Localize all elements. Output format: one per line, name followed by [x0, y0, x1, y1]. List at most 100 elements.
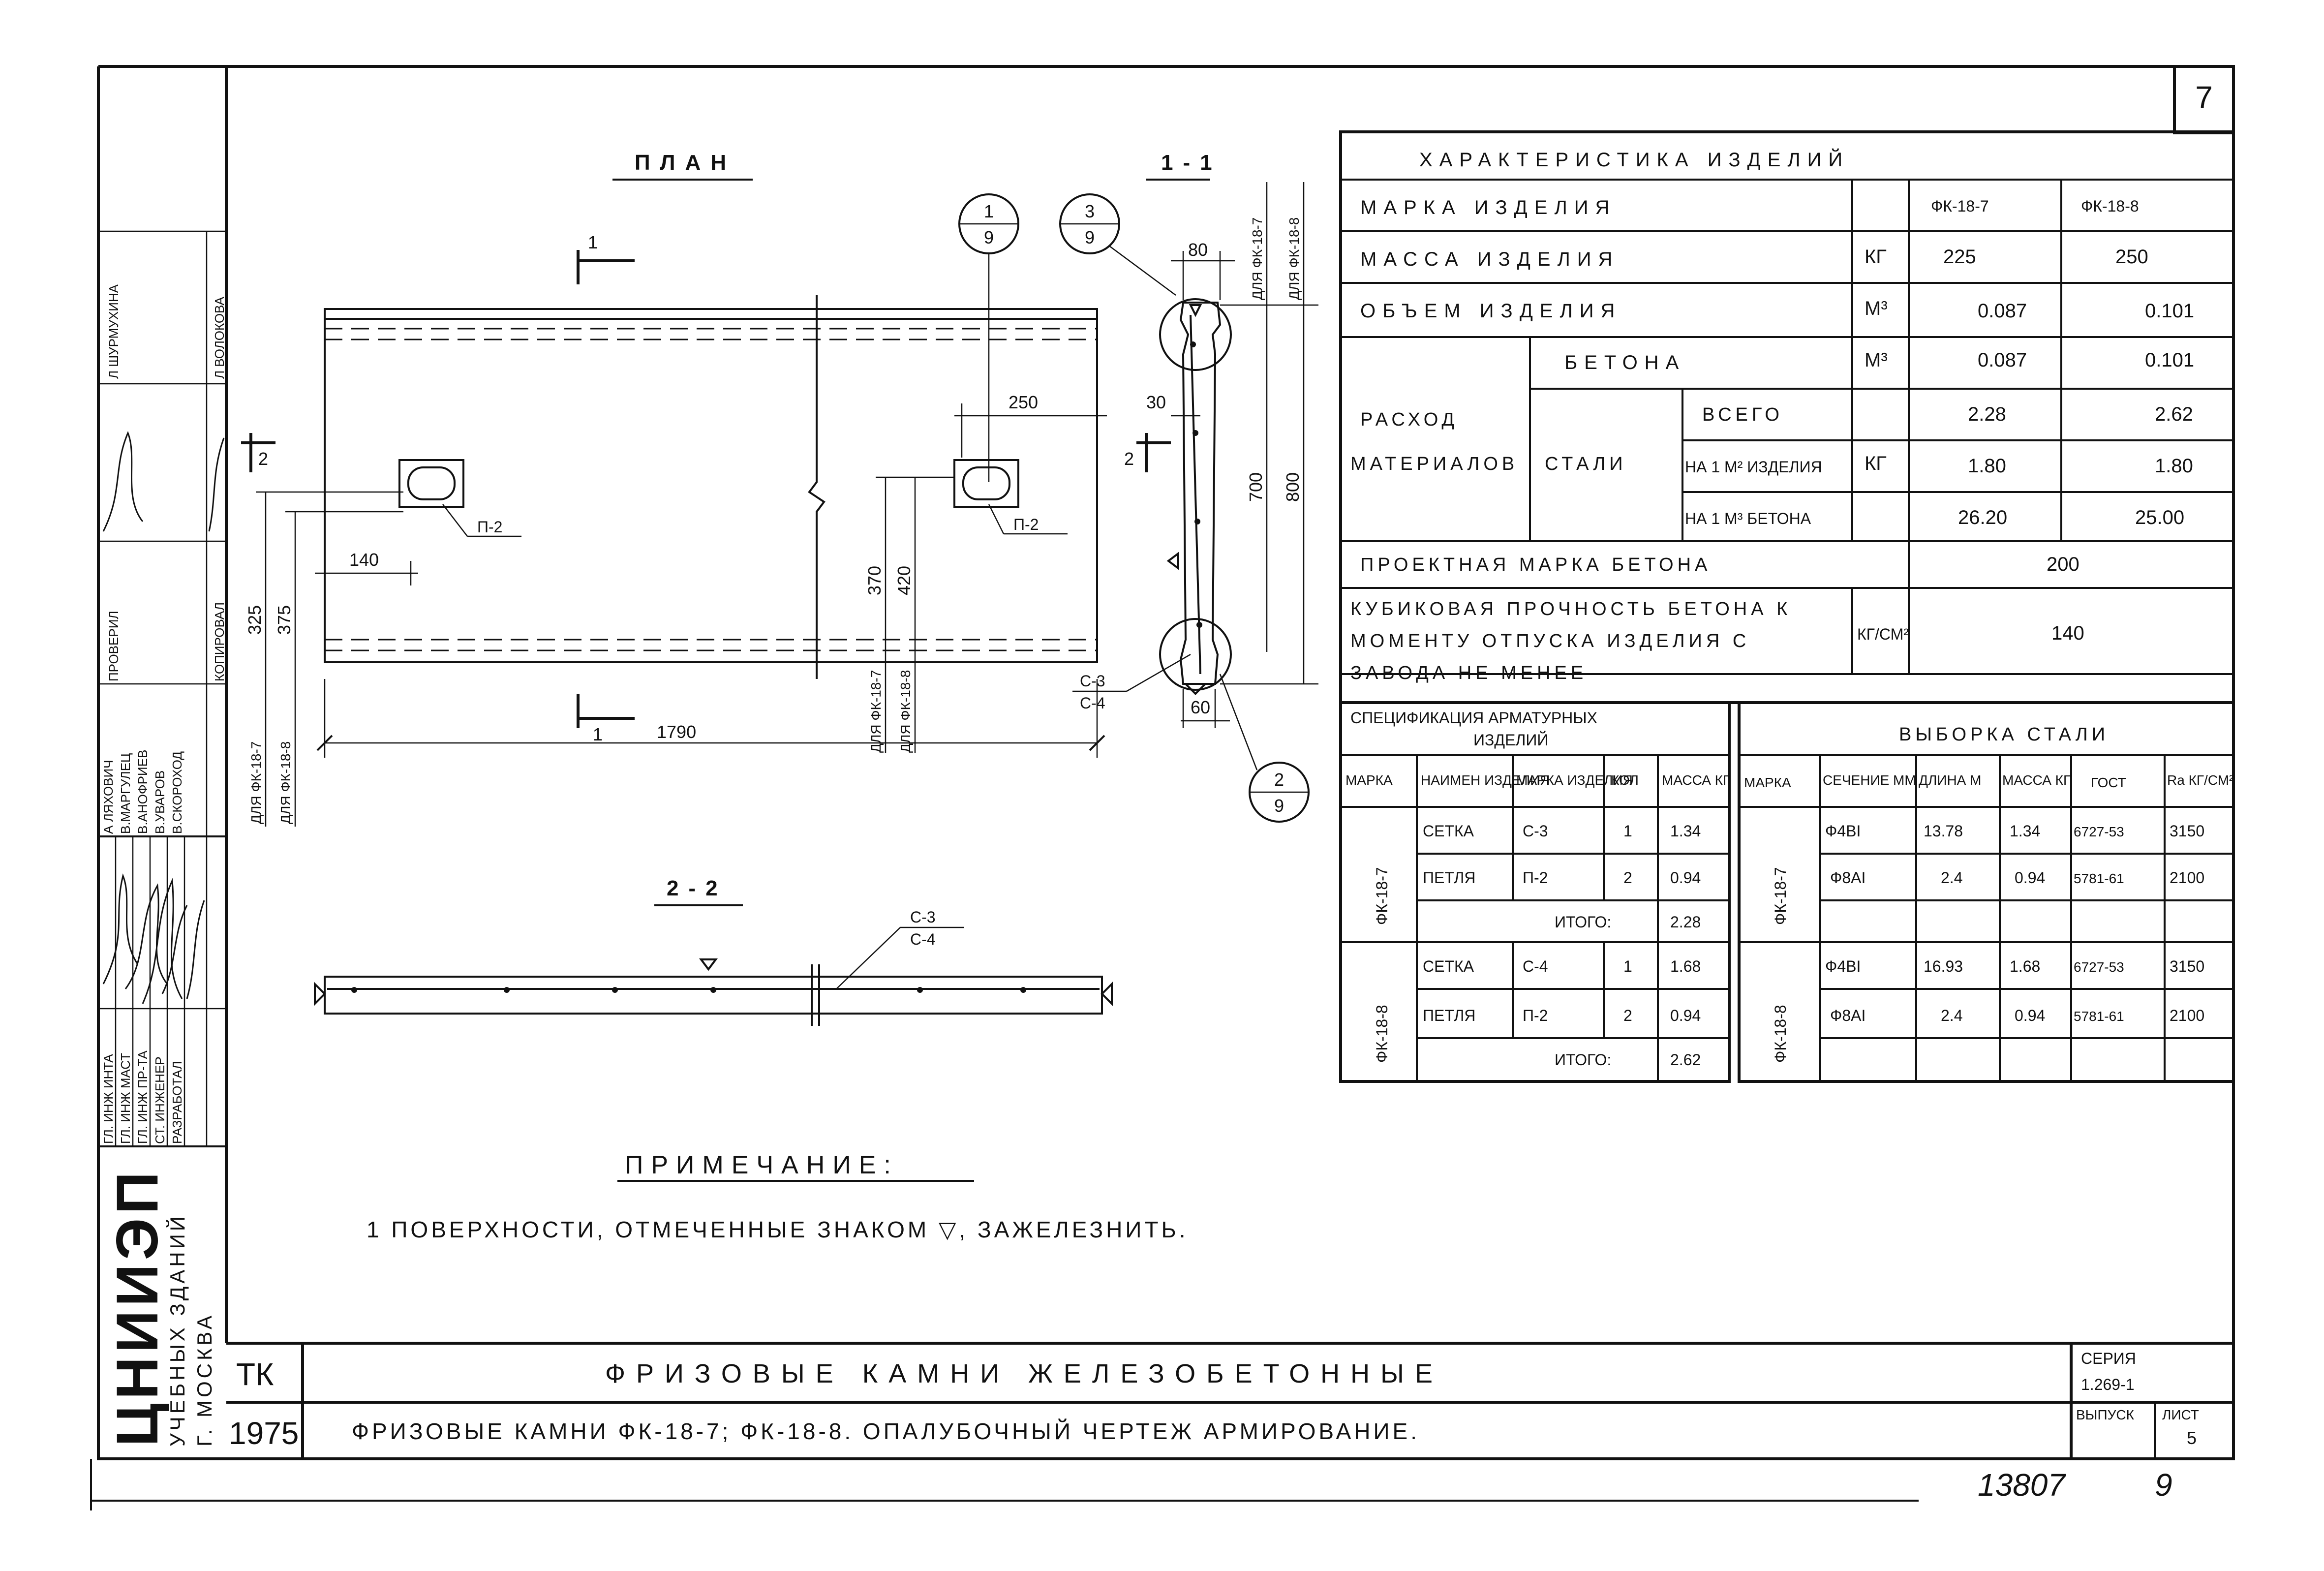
char-per-m3-label: НА 1 М³ БЕТОНА [1685, 510, 1811, 527]
steel-g1-r2-mass: 0.94 [2015, 869, 2045, 887]
char-concrete-unit: М³ [1865, 349, 1888, 371]
steel-h-mass: МАССА КГ [2002, 772, 2071, 788]
spec-g2-mark: ФК-18-8 [1373, 1005, 1391, 1063]
spec-g1-r2-mark: П-2 [1523, 869, 1548, 887]
org-sub1: УЧЕБНЫХ ЗДАНИЙ [165, 1213, 189, 1447]
callout-c-top: 2 [1274, 770, 1284, 790]
spec-h-qty: КОЛ [1611, 772, 1639, 788]
notes: ПРИМЕЧАНИЕ: 1 ПОВЕРХНОСТИ, ОТМЕЧЕННЫЕ ЗН… [367, 1151, 1189, 1242]
steel-g2-r1-length: 16.93 [1924, 957, 1963, 975]
spec-g2-r2-mark: П-2 [1523, 1007, 1548, 1024]
char-grade-label: ПРОЕКТНАЯ МАРКА БЕТОНА [1360, 554, 1711, 575]
dim-325: 325 [245, 605, 265, 635]
char-title: ХАРАКТЕРИСТИКА ИЗДЕЛИЙ [1419, 148, 1849, 171]
char-strength-unit: КГ/СМ² [1857, 625, 1909, 643]
stamp-name-7: Л ВОЛОКОВА [212, 296, 227, 379]
sheet-frame: 7 [90, 65, 2235, 1510]
dim-375: 375 [274, 605, 294, 635]
steel-g1-r2-gost: 5781-61 [2074, 871, 2124, 886]
spec-g1-r2-qty: 2 [1623, 869, 1632, 887]
spec-g1-total: 2.28 [1670, 913, 1701, 931]
spec-g1-r2-name: ПЕТЛЯ [1423, 869, 1475, 887]
steel-g1-r1-mass: 1.34 [2010, 822, 2040, 840]
steel-g2-mark: ФК-18-8 [1772, 1005, 1789, 1063]
tb-series-label: СЕРИЯ [2081, 1350, 2136, 1367]
spec-g1-mark: ФК-18-7 [1373, 867, 1391, 925]
char-consumption-1: РАСХОД [1360, 409, 1458, 430]
steel-g2-r2-section: Ф8АI [1830, 1007, 1865, 1024]
tb-series-value: 1.269-1 [2081, 1376, 2135, 1393]
stamp-role-7: КОПИРОВАЛ [212, 602, 227, 681]
steel-table: ВЫБОРКА СТАЛИ МАРКА СЕЧЕНИЕ ММ ДЛИНА М М… [1738, 701, 2235, 1083]
char-strength-3: ЗАВОДА НЕ МЕНЕЕ [1350, 663, 1587, 683]
spec-h-mark: МАРКА [1345, 772, 1393, 788]
stamp-name-6: Л ШУРМУХИНА [106, 284, 121, 379]
stamp-role-1: ГЛ. ИНЖ ИНТА [101, 1054, 116, 1144]
tb-sheet-label: ЛИСТ [2162, 1407, 2199, 1422]
dim-800: 800 [1283, 472, 1303, 502]
char-per-m2-v2: 1.80 [2155, 455, 2193, 477]
char-total-v1: 2.28 [1968, 403, 2006, 425]
tb-issue-label: ВЫПУСК [2076, 1407, 2135, 1422]
page-number: 9 [2155, 1467, 2172, 1503]
char-steel-unit: КГ [1865, 453, 1887, 474]
section-1-1: 1-1 80 30 60 700 800 ДЛЯ ФК-18-7 ДЛЯ ФК [1072, 151, 1318, 728]
stamp-column: ГЛ. ИНЖ ИНТА ГЛ. ИНЖ МАСТ ГЛ. ИНЖ ПР-ТА … [98, 230, 227, 1447]
char-per-m2-v1: 1.80 [1968, 455, 2006, 477]
s11-mesh-2: С-4 [1080, 694, 1105, 712]
spec-g2-total: 2.62 [1670, 1051, 1701, 1069]
plan-view: ПЛАН П-2 П-2 1 1 2 2 [241, 151, 1310, 827]
stamp-role-6: ПРОВЕРИЛ [106, 611, 121, 681]
stamp-name-4: В.УВАРОВ [153, 770, 167, 834]
dim-30: 30 [1146, 392, 1166, 412]
steel-g2-r2-gost: 5781-61 [2074, 1009, 2124, 1024]
spec-g1-total-label: ИТОГО: [1555, 913, 1611, 931]
spec-g1-r1-qty: 1 [1623, 822, 1632, 840]
spec-g1-r1-mass: 1.34 [1670, 822, 1701, 840]
steel-g1-r2-length: 2.4 [1941, 869, 1962, 887]
for-8-right: ДЛЯ ФК-18-8 [898, 670, 913, 753]
steel-h-length: ДЛИНА М [1919, 772, 1981, 788]
char-concrete-v1: 0.087 [1978, 349, 2027, 371]
steel-g1-r2-section: Ф8АI [1830, 869, 1865, 887]
spec-g2-r1-mass: 1.68 [1670, 957, 1701, 975]
spec-title-2: ИЗДЕЛИЙ [1473, 731, 1548, 749]
spec-h-name: НАИМЕН ИЗДЕЛИЯ [1421, 772, 1550, 788]
dim-370: 370 [864, 566, 885, 595]
callout-a-bottom: 9 [984, 227, 994, 247]
section-mark-2-right: 2 [1124, 449, 1134, 469]
steel-g1-r1-section: Ф4ВI [1825, 822, 1861, 840]
steel-title: ВЫБОРКА СТАЛИ [1899, 724, 2109, 745]
notes-heading: ПРИМЕЧАНИЕ: [625, 1151, 899, 1179]
callout-a-top: 1 [984, 201, 994, 221]
steel-h-ra: Ra КГ/СМ² [2167, 772, 2233, 788]
steel-g1-r1-ra: 3150 [2170, 822, 2204, 840]
steel-g1-mark: ФК-18-7 [1772, 867, 1789, 925]
steel-g2-r1-mass: 1.68 [2010, 957, 2040, 975]
spec-g1-r2-mass: 0.94 [1670, 869, 1701, 887]
dim-length: 1790 [657, 722, 696, 742]
plan-title: ПЛАН [635, 151, 736, 175]
steel-h-section: СЕЧЕНИЕ ММ [1823, 772, 1916, 788]
char-strength-v: 140 [2051, 622, 2084, 644]
section-1-1-title: 1-1 [1161, 151, 1222, 175]
char-mass-unit: КГ [1865, 246, 1887, 268]
stamp-name-2: В.МАРГУЛЕЦ [118, 753, 133, 834]
dim-80: 80 [1188, 240, 1208, 260]
steel-g1-r1-gost: 6727-53 [2074, 824, 2124, 839]
dim-250: 250 [1009, 392, 1038, 412]
loop-label-left: П-2 [477, 518, 502, 536]
char-consumption-2: МАТЕРИАЛОВ [1350, 454, 1518, 474]
org-name: ЦНИИЭП [104, 1168, 170, 1447]
archive-number: 13807 [1978, 1467, 2066, 1503]
stamp-role-3: ГЛ. ИНЖ ПР-ТА [135, 1050, 150, 1144]
dim-140: 140 [349, 550, 379, 570]
sheet-number: 7 [2195, 80, 2213, 115]
char-mass-label: МАССА ИЗДЕЛИЯ [1360, 248, 1619, 270]
callout-c-bottom: 9 [1274, 796, 1284, 816]
s11-for-7: ДЛЯ ФК-18-7 [1250, 217, 1265, 300]
spec-g2-r2-mass: 0.94 [1670, 1007, 1701, 1024]
tb-tk: ТК [236, 1356, 274, 1392]
notes-item: 1 ПОВЕРХНОСТИ, ОТМЕЧЕННЫЕ ЗНАКОМ ▽, ЗАЖЕ… [367, 1217, 1189, 1242]
